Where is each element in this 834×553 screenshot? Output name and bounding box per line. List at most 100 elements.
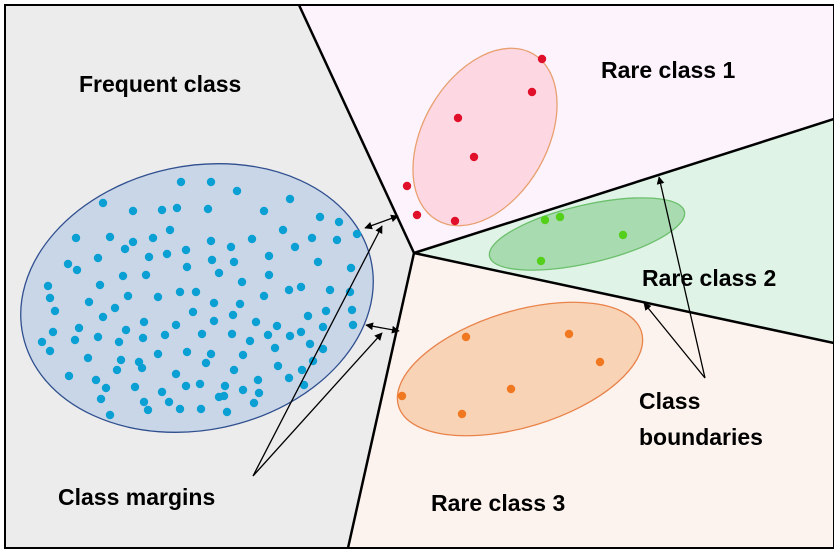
frequent-point xyxy=(93,332,103,342)
frequent-point xyxy=(238,385,248,395)
frequent-point xyxy=(91,375,101,385)
boundary-pointer-line-1 xyxy=(656,176,706,379)
frequent-point xyxy=(263,330,273,340)
frequent-point xyxy=(83,353,93,363)
frequent-point xyxy=(227,329,237,339)
frequent-point xyxy=(203,204,213,214)
frequent-point xyxy=(37,337,47,347)
frequent-point xyxy=(139,397,149,407)
boundary-line-lower-right xyxy=(413,251,834,345)
boundary-line-top xyxy=(297,4,416,254)
frequent-point xyxy=(299,380,309,390)
frequent-point xyxy=(45,346,55,356)
frequent-point xyxy=(229,257,239,267)
boundary-line-bottom xyxy=(346,252,416,549)
frequent-point xyxy=(296,282,306,292)
frequent-point xyxy=(74,323,84,333)
frequent-point xyxy=(45,293,55,303)
frequent-point xyxy=(71,233,81,243)
frequent-point xyxy=(297,365,307,375)
frequent-point xyxy=(220,381,230,391)
frequent-point xyxy=(235,299,245,309)
frequent-point xyxy=(318,344,328,354)
diagram-frame xyxy=(4,4,834,549)
frequent-point xyxy=(98,198,108,208)
frequent-point xyxy=(128,206,138,216)
frequent-point xyxy=(123,291,133,301)
rare-class-3-cluster xyxy=(396,301,644,437)
frequent-point xyxy=(121,325,131,335)
frequent-point xyxy=(254,388,264,398)
frequent-point xyxy=(238,350,248,360)
frequent-point xyxy=(334,217,344,227)
rare1-point xyxy=(537,54,547,64)
frequent-point xyxy=(110,303,120,313)
frequent-point xyxy=(214,268,224,278)
frequent-point xyxy=(162,249,172,259)
frequent-point xyxy=(116,355,126,365)
frequent-point xyxy=(118,271,128,281)
frequent-point xyxy=(43,281,53,291)
frequent-point xyxy=(96,394,106,404)
frequent-point xyxy=(206,177,216,187)
frequent-point xyxy=(95,280,105,290)
frequent-point xyxy=(209,298,219,308)
margin-pointer-line-2 xyxy=(252,332,383,477)
frequent-point xyxy=(153,349,163,359)
frequent-point xyxy=(270,343,280,353)
boundary-line-upper-right xyxy=(413,117,834,255)
rare-class-3-points xyxy=(397,329,605,419)
frequent-point xyxy=(143,405,153,415)
frequent-class-label: Frequent class xyxy=(79,71,241,97)
frequent-point xyxy=(114,337,124,347)
rare-class-1-label: Rare class 1 xyxy=(601,57,735,83)
frequent-point xyxy=(63,259,73,269)
rare-class-2-label: Rare class 2 xyxy=(642,265,776,291)
rare3-point xyxy=(461,332,471,342)
frequent-point xyxy=(175,404,185,414)
frequent-point xyxy=(70,335,80,345)
frequent-point xyxy=(313,257,323,267)
rare1-point xyxy=(412,210,422,220)
frequent-point xyxy=(228,310,238,320)
frequent-point xyxy=(105,410,115,420)
frequent-point xyxy=(144,252,154,262)
frequent-point xyxy=(285,331,295,341)
rare1-point xyxy=(527,87,537,97)
frequent-point xyxy=(303,311,313,321)
margin-double-arrow-bottom xyxy=(365,322,400,334)
frequent-point xyxy=(290,242,300,252)
frequent-point xyxy=(296,327,306,337)
frequent-point xyxy=(164,397,174,407)
frequent-point xyxy=(171,320,181,330)
margin-double-arrow-top xyxy=(364,214,399,230)
frequent-point xyxy=(273,361,283,371)
rare-class-2-cluster xyxy=(488,197,686,271)
annotation-lines xyxy=(252,176,706,477)
frequent-point xyxy=(181,381,191,391)
frequent-point xyxy=(352,229,362,239)
frequent-point xyxy=(264,251,274,261)
frequent-class-points xyxy=(37,177,362,420)
frequent-point xyxy=(253,375,263,385)
frequent-point xyxy=(196,404,206,414)
frequent-point xyxy=(209,316,219,326)
frequent-point xyxy=(182,262,192,272)
frequent-point xyxy=(278,225,288,235)
frequent-point xyxy=(138,333,148,343)
frequent-point xyxy=(101,383,111,393)
rare-class-1-points xyxy=(402,54,547,226)
frequent-point xyxy=(98,312,108,322)
frequent-point xyxy=(226,242,236,252)
frequent-point xyxy=(157,205,167,215)
frequent-point xyxy=(305,339,315,349)
frequent-point xyxy=(249,398,259,408)
frequent-point xyxy=(191,287,201,297)
frequent-point xyxy=(315,212,325,222)
frequent-point xyxy=(171,369,181,379)
class-boundaries-label-line1: Class xyxy=(639,388,700,414)
frequent-point xyxy=(232,186,242,196)
frequent-point xyxy=(188,307,198,317)
